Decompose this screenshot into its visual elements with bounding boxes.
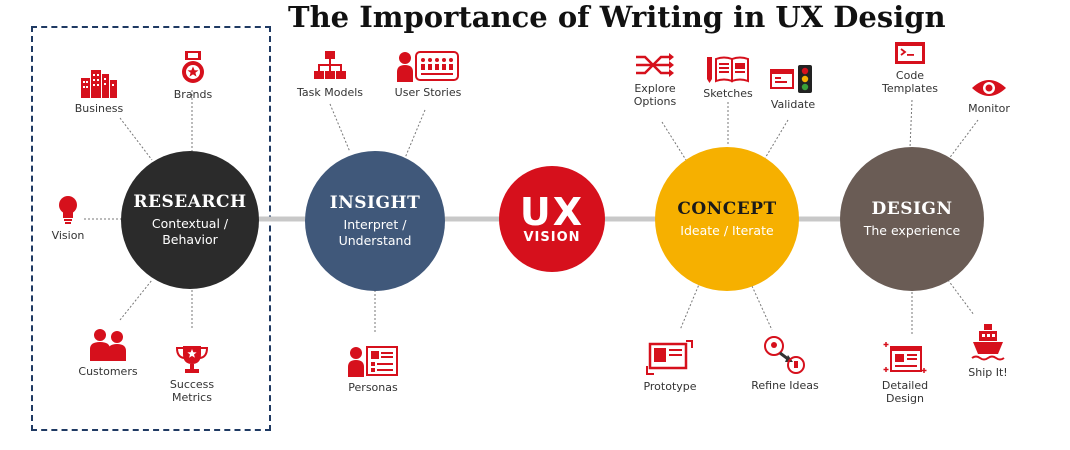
item-user-stories: User Stories bbox=[373, 50, 483, 99]
code-templates-label: Code Templates bbox=[882, 69, 938, 95]
ux-vision-top: UX bbox=[519, 189, 585, 234]
ship-it-label: Ship It! bbox=[968, 366, 1008, 379]
item-prototype: Prototype bbox=[615, 340, 725, 393]
business-label: Business bbox=[74, 102, 124, 115]
item-code-templates: Code Templates bbox=[855, 41, 965, 95]
item-brands: Brands bbox=[138, 50, 248, 101]
award-medal-icon bbox=[182, 51, 204, 83]
prototype-screen-icon bbox=[646, 340, 693, 375]
sketches-label: Sketches bbox=[703, 87, 753, 100]
prototype-label: Prototype bbox=[643, 380, 697, 393]
people-icon bbox=[90, 329, 126, 361]
design-circle: DESIGN The experience bbox=[840, 147, 984, 291]
terminal-window-icon bbox=[895, 42, 925, 64]
user-stories-label: User Stories bbox=[394, 86, 462, 99]
insight-heading: INSIGHT bbox=[329, 193, 421, 213]
detailed-layout-icon bbox=[883, 342, 927, 373]
ux-vision-circle: UX VISION bbox=[499, 166, 605, 272]
item-personas: Personas bbox=[318, 345, 428, 394]
refine-bulbs-icon bbox=[764, 336, 805, 374]
item-ship-it: Ship It! bbox=[933, 322, 1043, 379]
research-subtitle: Contextual / Behavior bbox=[151, 216, 229, 247]
item-success-metrics: Success Metrics bbox=[137, 344, 247, 404]
ship-icon bbox=[971, 324, 1005, 361]
customers-label: Customers bbox=[78, 365, 138, 378]
success-metrics-label: Success Metrics bbox=[169, 378, 215, 404]
sketchbook-icon bbox=[707, 56, 749, 83]
concept-heading: CONCEPT bbox=[677, 199, 777, 219]
item-refine-ideas: Refine Ideas bbox=[730, 335, 840, 392]
concept-circle: CONCEPT Ideate / Iterate bbox=[655, 147, 799, 291]
item-customers: Customers bbox=[53, 327, 163, 378]
refine-ideas-label: Refine Ideas bbox=[751, 379, 819, 392]
monitor-label: Monitor bbox=[968, 102, 1010, 115]
trophy-icon bbox=[175, 346, 209, 373]
insight-circle: INSIGHT Interpret / Understand bbox=[305, 151, 445, 291]
design-heading: DESIGN bbox=[871, 199, 953, 219]
design-subtitle: The experience bbox=[863, 223, 961, 238]
traffic-light-icon bbox=[770, 65, 812, 93]
item-vision: Vision bbox=[13, 195, 123, 242]
shuffle-arrows-icon bbox=[636, 53, 674, 77]
research-dashed-frame bbox=[31, 26, 271, 431]
item-detailed-design: Detailed Design bbox=[850, 341, 960, 405]
buildings-icon bbox=[81, 70, 117, 98]
personas-label: Personas bbox=[348, 381, 398, 394]
item-validate: Validate bbox=[738, 64, 848, 111]
detailed-design-label: Detailed Design bbox=[881, 379, 929, 405]
item-explore-options: Explore Options bbox=[600, 52, 710, 108]
item-sketches: Sketches bbox=[673, 55, 783, 100]
ux-vision-bottom: VISION bbox=[523, 229, 581, 245]
validate-label: Validate bbox=[770, 98, 816, 111]
eye-icon bbox=[972, 80, 1006, 96]
insight-subtitle: Interpret / Understand bbox=[338, 217, 412, 248]
research-heading: RESEARCH bbox=[133, 192, 247, 212]
page-title: The Importance of Writing in UX Design bbox=[288, 0, 946, 34]
persona-card-icon bbox=[348, 346, 398, 377]
brands-label: Brands bbox=[173, 88, 213, 101]
item-monitor: Monitor bbox=[934, 78, 1044, 115]
hierarchy-icon bbox=[314, 51, 346, 79]
dotted-spokes bbox=[84, 90, 979, 335]
task-models-label: Task Models bbox=[297, 86, 363, 99]
explore-options-label: Explore Options bbox=[633, 82, 677, 108]
vision-label: Vision bbox=[51, 229, 85, 242]
item-task-models: Task Models bbox=[275, 50, 385, 99]
lightbulb-icon bbox=[59, 196, 77, 224]
research-circle: RESEARCH Contextual / Behavior bbox=[121, 151, 259, 289]
concept-subtitle: Ideate / Iterate bbox=[680, 223, 774, 238]
user-story-board-icon bbox=[397, 51, 459, 82]
item-business: Business bbox=[44, 66, 154, 115]
